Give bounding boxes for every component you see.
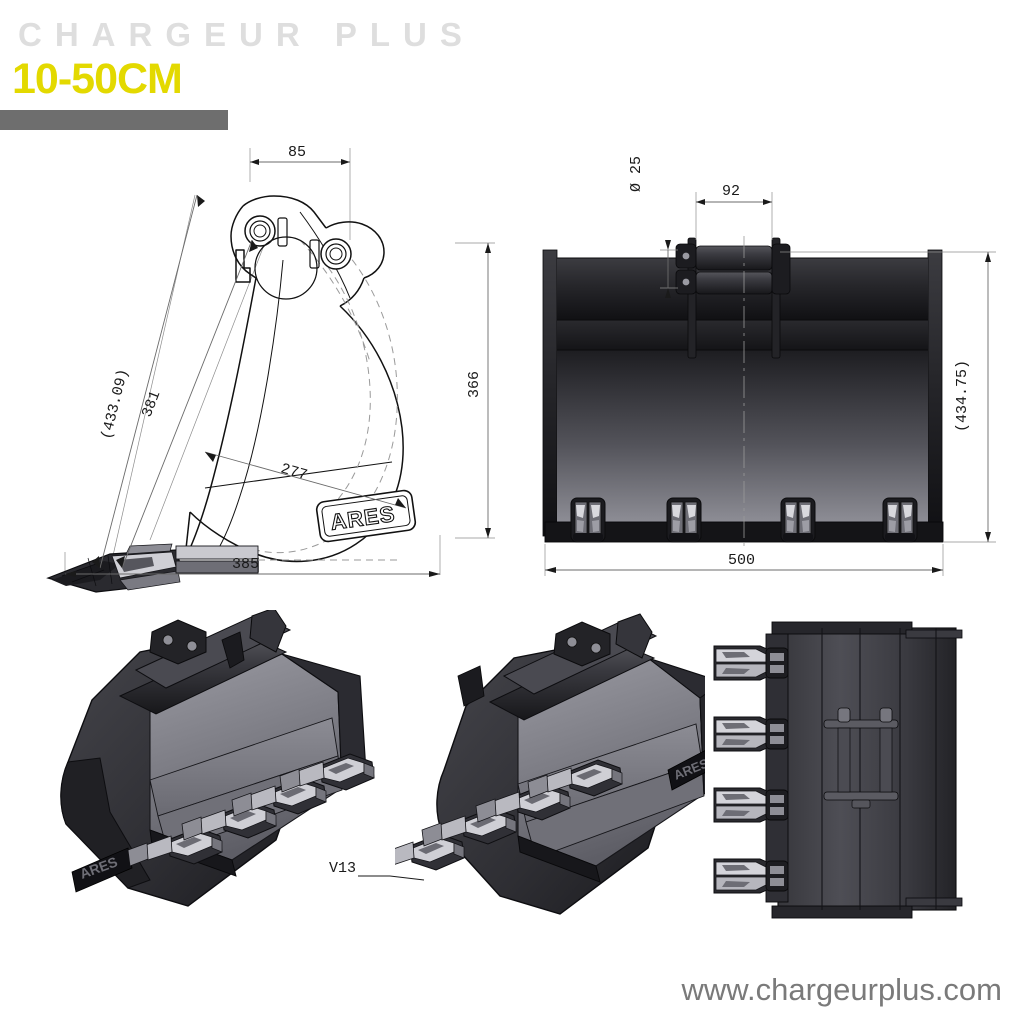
dimension-385-label: 385: [232, 556, 259, 573]
dimension-500: 500: [545, 552, 943, 573]
dimension-381: 381: [116, 239, 258, 569]
plan-body: [777, 627, 957, 911]
front-tooth: [666, 497, 702, 543]
website-url[interactable]: www.chargeurplus.com: [681, 972, 1002, 1007]
dimension-92-label: 92: [722, 183, 740, 200]
front-pin-assembly: [675, 237, 791, 359]
dimension-277-label: 277: [279, 460, 310, 484]
isometric-view-right: ARES: [395, 613, 705, 915]
dimension-277: 277: [204, 451, 407, 509]
dimension-434: (434.75): [954, 252, 991, 542]
side-extension-lines: [64, 148, 495, 578]
plan-tooth: [713, 858, 789, 894]
plan-flange-bottom: [905, 897, 963, 907]
front-right-post: [927, 249, 943, 537]
iso-mid-right-wing: [647, 657, 705, 795]
plan-tooth: [713, 716, 789, 752]
header-accent-bar: [0, 110, 228, 130]
page-header: CHARGEUR PLUS 10-50CM: [0, 0, 1024, 140]
ares-logo-badge: ARES: [315, 489, 417, 543]
pin-boss-rear: [244, 215, 288, 247]
iso-left-pin-tube: [118, 610, 292, 715]
dimension-dia25: Ø 25: [628, 156, 671, 298]
dimension-433: (433.09): [92, 194, 205, 569]
front-main-body: [557, 350, 928, 522]
iso-mid-pin-tube: [488, 613, 658, 721]
pivot-circle: [254, 236, 318, 300]
plan-cap-bottom: [771, 905, 913, 919]
pin-boss-front: [309, 238, 352, 270]
size-range-label: 10-50CM: [12, 55, 183, 103]
plan-cap-top: [771, 621, 913, 635]
tooth-callout-v13: V13: [329, 860, 425, 881]
tooth-callout-label: V13: [329, 860, 356, 877]
plan-pin-assembly: [823, 707, 899, 809]
front-tooth: [780, 497, 816, 543]
dimension-85: 85: [250, 144, 350, 165]
plan-lip-strip: [765, 633, 789, 903]
iso-left-hook: [221, 631, 245, 669]
dimension-85-label: 85: [288, 144, 306, 161]
plan-tooth: [713, 787, 789, 823]
plan-tooth: [713, 645, 789, 681]
front-elevation-view: Ø 25 92 (434.75) 500: [542, 156, 996, 576]
dimension-385: 385: [65, 556, 440, 577]
plan-view-teeth: [713, 621, 963, 919]
front-tooth: [882, 497, 918, 543]
dimension-366: 366: [466, 243, 491, 538]
front-tooth: [570, 497, 606, 543]
front-band: [557, 320, 928, 350]
dimension-92: 92: [696, 183, 772, 205]
dimension-366-label: 366: [466, 371, 483, 398]
dimension-dia25-label: Ø 25: [628, 156, 645, 192]
plan-panel-lines: [821, 628, 937, 910]
dimension-381-label: 381: [139, 388, 165, 419]
technical-drawing-canvas: ARES 85: [0, 140, 1024, 960]
plan-flange-top: [905, 629, 963, 639]
front-extension-lines: [544, 192, 996, 576]
side-elevation-view: ARES 85: [46, 144, 495, 593]
iso-mid-hook: [457, 665, 485, 707]
front-left-post: [542, 249, 558, 537]
dimension-433-label: (433.09): [98, 367, 132, 441]
dimension-434-label: (434.75): [954, 360, 971, 432]
iso-mid-edge-bar: [517, 835, 601, 883]
iso-tooth: [395, 833, 465, 873]
isometric-view-left: ARES: [60, 610, 375, 907]
dimension-500-label: 500: [728, 552, 755, 569]
page-title: CHARGEUR PLUS: [18, 16, 475, 53]
bucket-teeth-side: [46, 543, 259, 593]
